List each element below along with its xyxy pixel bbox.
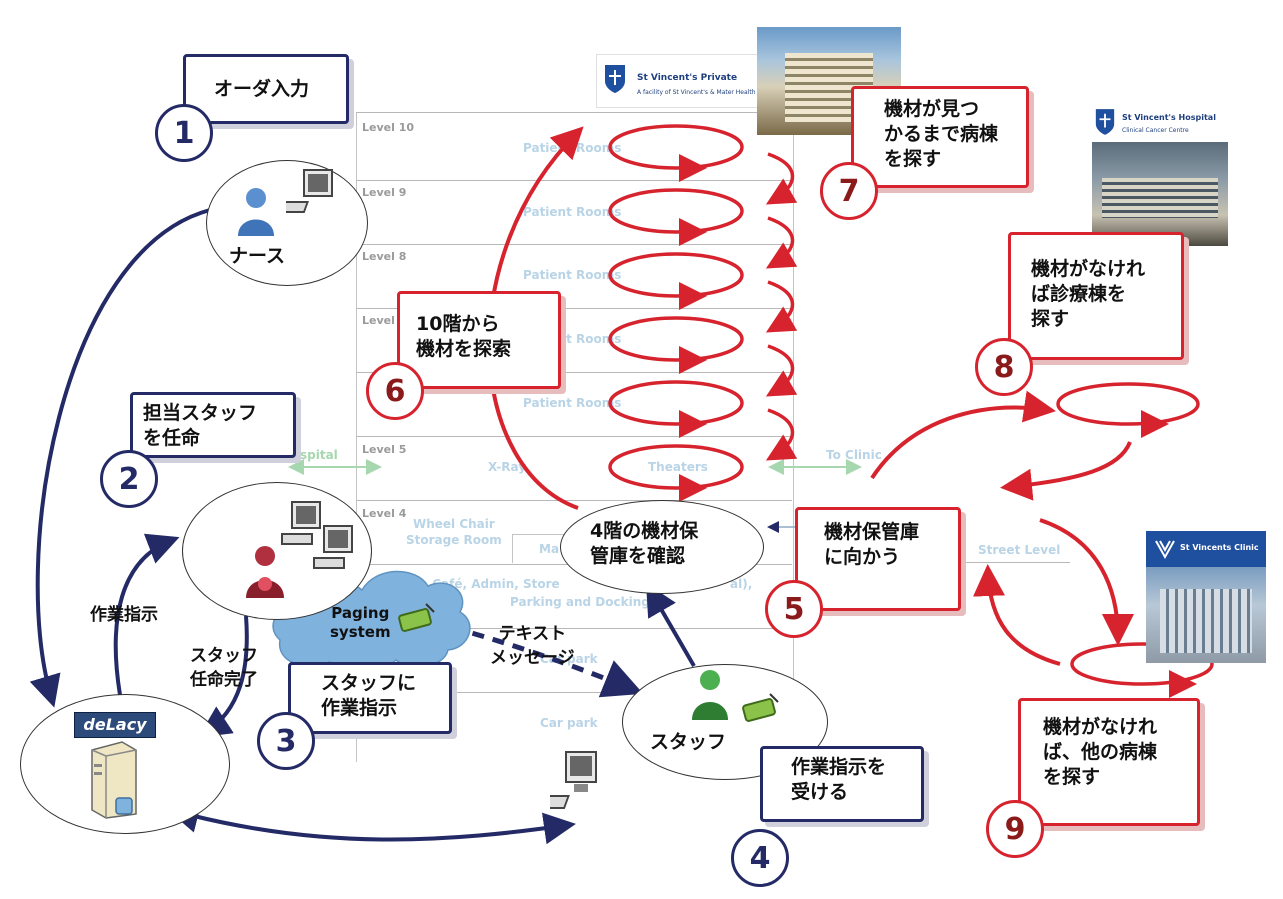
staff-label: スタッフ: [650, 731, 727, 753]
car-park-2: Car park: [540, 716, 598, 730]
patient-rooms-6: Patient Rooms: [523, 396, 622, 410]
computer-icon: [550, 751, 597, 809]
st-vincents-clinic-logo: St Vincents Clinic: [1146, 531, 1266, 567]
patient-rooms-8: Patient Rooms: [523, 268, 622, 282]
wheel-chair-label: Wheel Chair Storage Room: [406, 517, 502, 547]
clinic-search-spiral: [1056, 382, 1200, 426]
nurse-to-delacy-arrow: [29, 208, 211, 708]
floor-line-2: [356, 628, 792, 629]
nurse-node: [206, 160, 368, 286]
level-5-label: Level 5: [362, 443, 407, 456]
theaters-label: Theaters: [648, 460, 708, 474]
hospital-building-photo: [1092, 142, 1228, 246]
parking-label: Parking and Docking: [510, 595, 650, 609]
step-3-box: スタッフに 作業指示: [288, 662, 452, 734]
kitchen-tail-label: al),: [730, 577, 753, 591]
floor-down-arrows: [765, 152, 798, 461]
other-ward-spiral: [1070, 642, 1214, 686]
shield-icon: [1095, 109, 1115, 135]
step-7-box: 機材が見つ かるまで病棟 を探す: [851, 86, 1029, 188]
to-clinic-label: To Clinic: [826, 448, 882, 462]
hospital-link-label: spital: [300, 448, 338, 462]
clinic-back-arrow: [1000, 441, 1132, 501]
level-8-label: Level 8: [362, 250, 407, 263]
spiral-arrowheads: [679, 154, 707, 502]
computer-icon: [286, 169, 333, 213]
dispatcher-icon: [246, 546, 284, 598]
step-8-box: 機材がなけれ ば診療棟を 探す: [1008, 232, 1184, 360]
floor-line-8: [356, 244, 792, 245]
server-icon: [91, 741, 137, 819]
delacy-logo: deLacy: [74, 712, 156, 738]
delacy-pc-arrow: [166, 801, 576, 845]
street-level-label: Street Level: [978, 543, 1061, 557]
step-8-number: 8: [975, 338, 1033, 396]
step-6-box: 10階から 機材を探索: [397, 291, 561, 389]
text-message-label: テキスト メッセージ: [490, 624, 575, 668]
step-5-number: 5: [765, 580, 823, 638]
hospital-logo-text: St Vincent's Hospital: [1122, 113, 1216, 122]
ma-label: Ma: [539, 542, 560, 556]
shield-icon: [605, 65, 625, 93]
delacy-to-assign-arrow: [113, 533, 180, 696]
patient-rooms-9: Patient Rooms: [523, 205, 622, 219]
floor-line-5: [356, 436, 792, 437]
floor-line-7: [356, 308, 792, 309]
computer-icon: [281, 501, 321, 545]
clinic-logo-text: St Vincents Clinic: [1180, 543, 1259, 552]
level-4-label: Level 4: [362, 507, 407, 520]
level-7-label: Level 7: [362, 314, 407, 327]
to-clinic-arrow: [870, 390, 1056, 480]
step-6-number: 6: [366, 362, 424, 420]
floor-line-10: [356, 112, 792, 113]
nurse-label: ナース: [229, 245, 286, 267]
floor-line-4: [356, 500, 792, 501]
computer-icon: [313, 525, 353, 569]
xray-label: X-Ray: [488, 460, 527, 474]
clinic-emblem-icon: [1155, 540, 1175, 560]
step-7-number: 7: [820, 162, 878, 220]
floor-line-9: [356, 180, 792, 181]
instruction-label: 作業指示: [90, 605, 158, 625]
level-10-label: Level 10: [362, 121, 415, 134]
step-2-number: 2: [100, 450, 158, 508]
check-storage-node: [560, 500, 764, 594]
step-4-box: 作業指示を 受ける: [760, 746, 924, 822]
step-3-number: 3: [257, 712, 315, 770]
other-ward-back-arrow: [973, 564, 1061, 666]
assign-done-arrow: [198, 615, 249, 738]
staff-to-storage-arrow: [645, 583, 696, 668]
paging-label: Paging system: [330, 604, 391, 641]
floor-search-spirals: [608, 124, 744, 490]
assign-done-label: スタッフ 任命完了: [190, 646, 258, 690]
step-5-box: 機材保管庫 に向かう: [795, 507, 961, 611]
street-level-line: [960, 562, 1070, 563]
clinic-building-photo: [1146, 567, 1266, 663]
step-9-number: 9: [986, 800, 1044, 858]
step-1-box: オーダ入力: [183, 54, 349, 124]
check-storage-label: 4階の機材保 管庫を確認: [590, 520, 699, 567]
level-9-label: Level 9: [362, 186, 407, 199]
step-4-number: 4: [731, 829, 789, 887]
pager-icon: [398, 603, 435, 632]
floor-line-6: [356, 372, 792, 373]
person-icon: [238, 188, 274, 236]
private-logo-text: St Vincent's Private: [637, 73, 738, 83]
step-9-box: 機材がなけれ ば、他の病棟 を探す: [1018, 698, 1200, 826]
step-1-number: 1: [155, 104, 213, 162]
pager-icon: [742, 693, 779, 722]
private-logo-sub: A facility of St Vincent's & Mater Healt…: [637, 89, 780, 96]
hospital-logo-sub: Clinical Cancer Centre: [1122, 127, 1189, 134]
floor-line-1: [356, 692, 792, 693]
staff-person-icon: [692, 670, 728, 720]
st-vincents-hospital-logo: St Vincent's Hospital Clinical Cancer Ce…: [1090, 103, 1228, 141]
step-2-box: 担当スタッフ を任命: [130, 392, 296, 458]
to-other-ward-arrow: [1039, 518, 1134, 646]
car-park-1: Car park: [540, 652, 598, 666]
